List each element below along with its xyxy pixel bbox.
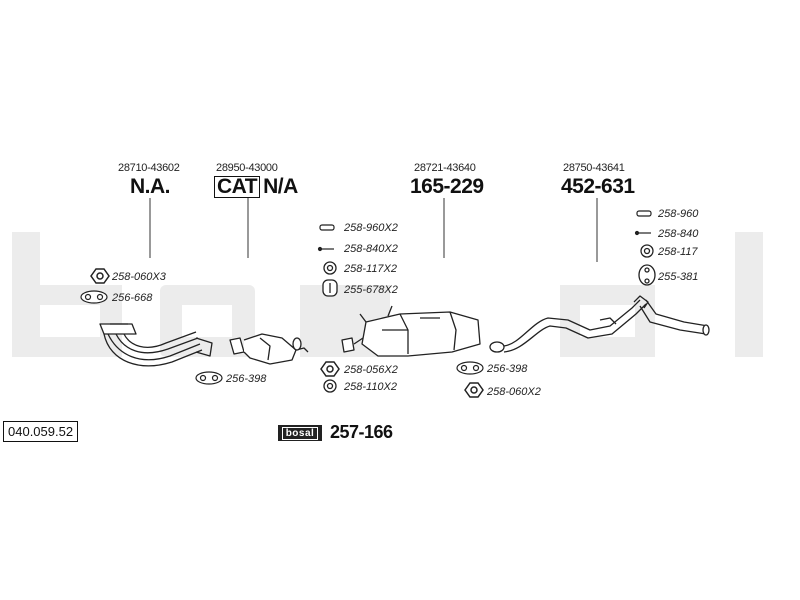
fitting-label[interactable]: 258-117 [658, 246, 698, 258]
oe-number: 28710-43602 [118, 162, 180, 174]
part-number[interactable]: 165-229 [410, 175, 484, 198]
fitting-label[interactable]: 255-678X2 [344, 284, 398, 296]
catalytic-converter-drawing [229, 333, 309, 365]
fitting-label[interactable]: 258-840 [658, 228, 699, 240]
washer-icon [323, 261, 337, 275]
washer-icon [640, 244, 654, 258]
hanger-icon [322, 279, 338, 297]
fitting-label[interactable]: 256-668 [112, 292, 153, 304]
washer-icon [323, 379, 337, 393]
bolt-icon [634, 230, 651, 236]
fitting-label[interactable]: 258-060X3 [112, 271, 166, 283]
fitting-label[interactable]: 258-840X2 [344, 243, 398, 255]
fitting-label[interactable]: 258-060X2 [487, 386, 541, 398]
gasket-icon [456, 361, 484, 375]
clamp-icon [319, 224, 335, 231]
fitting-label[interactable]: 258-117X2 [344, 263, 398, 275]
part-number: N/A [263, 175, 298, 198]
hex-nut-icon [320, 361, 340, 377]
gasket-icon [195, 371, 223, 385]
logo-text: bosal [281, 426, 319, 440]
fitting-label[interactable]: 255-381 [658, 271, 699, 283]
fitting-label[interactable]: 256-398 [487, 363, 528, 375]
oe-number: 28721-43640 [414, 162, 476, 174]
fitting-label[interactable]: 256-398 [226, 373, 267, 385]
gasket-icon [80, 290, 108, 304]
fitting-label[interactable]: 258-110X2 [344, 381, 398, 393]
middle-silencer-drawing [341, 305, 481, 357]
hex-nut-icon [464, 382, 484, 398]
part-number[interactable]: N.A. [130, 175, 171, 198]
hex-nut-icon [90, 268, 110, 284]
part-number[interactable]: 452-631 [561, 175, 635, 198]
bosal-logo: bosal [278, 425, 322, 441]
rubber-hanger-icon [638, 264, 656, 286]
fitting-label[interactable]: 258-960 [658, 208, 699, 220]
kit-number[interactable]: 257-166 [330, 422, 393, 442]
cat-label: CAT [214, 176, 261, 198]
front-pipe-drawing [99, 323, 213, 367]
fitting-label[interactable]: 258-056X2 [344, 364, 398, 376]
clamp-icon [636, 210, 652, 217]
oe-number: 28750-43641 [563, 162, 625, 174]
catalytic-section-label[interactable]: CAT N/A [214, 175, 298, 199]
rear-pipe-drawing [489, 295, 710, 353]
catalog-number: 040.059.52 [3, 421, 79, 442]
fitting-label[interactable]: 258-960X2 [344, 222, 398, 234]
bolt-icon [317, 246, 334, 252]
oe-number: 28950-43000 [216, 162, 278, 174]
